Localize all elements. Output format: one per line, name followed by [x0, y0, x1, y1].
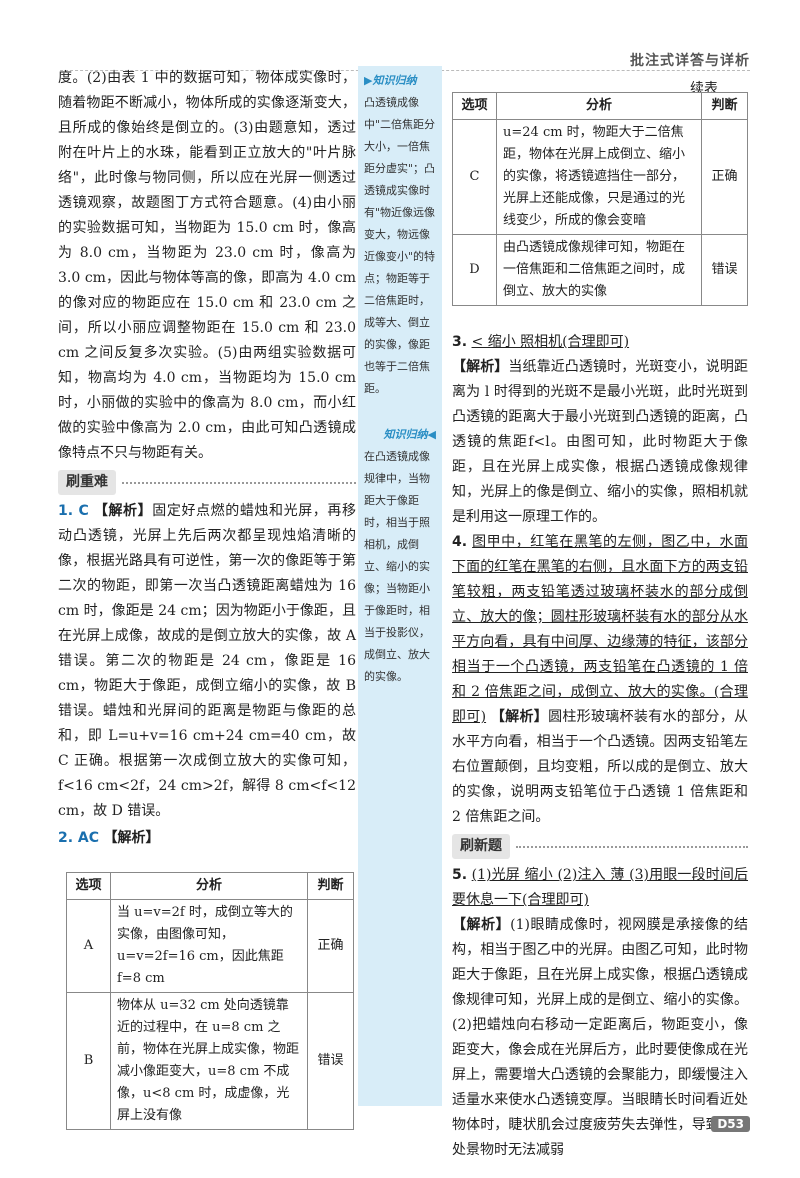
cell-option: B	[66, 992, 111, 1130]
q4-label: 【解析】	[490, 709, 549, 725]
q2-number: 2. AC	[58, 830, 100, 846]
col-header: 判断	[701, 92, 748, 120]
cell-analysis: 当 u=v=2f 时，成倒立等大的实像，由图像可知，u=v=2f=16 cm，因…	[110, 899, 308, 993]
section-heading-new: 刷新题	[452, 834, 748, 859]
q1-number: 1. C	[58, 503, 89, 519]
q1-text: 固定好点燃的蜡烛和光屏，再移动凸透镜，光屏上先后两次都呈现烛焰清晰的像，根据光路…	[58, 503, 357, 819]
cell-judge: 正确	[307, 899, 354, 993]
cell-judge: 错误	[307, 992, 354, 1130]
q5-text: (1)眼睛成像时，视网膜是承接像的结构，相当于图乙中的光屏。由图乙可知，此时物距…	[452, 917, 748, 1158]
section-label: 刷重难	[58, 470, 116, 495]
col-header: 判断	[307, 872, 354, 900]
table-row: A 当 u=v=2f 时，成倒立等大的实像，由图像可知，u=v=2f=16 cm…	[66, 899, 354, 993]
cell-option: C	[452, 119, 497, 235]
q3-label: 【解析】	[452, 359, 509, 375]
cell-judge: 正确	[701, 119, 748, 235]
q3-answer: < 缩小 照相机(合理即可)	[471, 334, 630, 350]
q3-number: 3.	[452, 334, 468, 350]
cell-analysis: u=24 cm 时，物距大于二倍焦距，物体在光屏上成倒立、缩小的实像，将透镜遮挡…	[496, 119, 702, 235]
right-column: 3. < 缩小 照相机(合理即可) 【解析】当纸靠近凸透镜时，光斑变小，说明距离…	[452, 330, 748, 1163]
q4-text: 圆柱形玻璃杯装有水的部分，从水平方向看，相当于一个凸透镜。因两支铅笔左右位置颠倒…	[452, 709, 749, 825]
question-3: 3. < 缩小 照相机(合理即可) 【解析】当纸靠近凸透镜时，光斑变小，说明距离…	[452, 330, 748, 530]
q2-label: 【解析】	[103, 830, 160, 846]
page-number: D53	[711, 1116, 750, 1132]
table-q2-continued: 选项 分析 判断 C u=24 cm 时，物距大于二倍焦距，物体在光屏上成倒立、…	[452, 92, 748, 306]
question-5: 5. (1)光屏 缩小 (2)注入 薄 (3)用眼一段时间后要休息一下(合理即可…	[452, 863, 748, 1163]
q4-number: 4.	[452, 534, 468, 550]
sidebar-notes: ▶知识归纳 凸透镜成像中"二倍焦距分大小，一倍焦距分虚实"；凸透镜成实像时有"物…	[358, 66, 442, 1106]
paragraph-continued: 度。(2)由表 1 中的数据可知，物体成实像时，随着物距不断减小，物体所成的实像…	[58, 70, 356, 461]
note-knowledge-1: 凸透镜成像中"二倍焦距分大小，一倍焦距分虚实"；凸透镜成实像时有"物近像远像变大…	[364, 96, 436, 395]
note-tag: ▶知识归纳	[364, 74, 417, 87]
table-q2: 选项 分析 判断 A 当 u=v=2f 时，成倒立等大的实像，由图像可知，u=v…	[66, 872, 354, 1130]
q4-answer: 图甲中，红笔在黑笔的左侧，图乙中，水面下面的红笔在黑笔的右侧，且水面下方的两支铅…	[452, 534, 749, 725]
q5-number: 5.	[452, 867, 468, 883]
q3-text: 当纸靠近凸透镜时，光斑变小，说明距离为 l 时得到的光斑不是最小光斑，此时光斑到…	[452, 359, 749, 525]
cell-analysis: 由凸透镜成像规律可知，物距在一倍焦距和二倍焦距之间时，成倒立、放大的实像	[496, 234, 702, 306]
section-heading-hard: 刷重难	[58, 470, 356, 495]
note-knowledge-2: 在凸透镜成像规律中，当物距大于像距时，相当于照相机，成倒立、缩小的实像；当物距小…	[364, 450, 430, 683]
note-tag: 知识归纳◀	[383, 428, 436, 441]
question-2: 2. AC 【解析】	[58, 826, 356, 851]
cell-option: A	[66, 899, 111, 993]
table-row: B 物体从 u=32 cm 处向透镜靠近的过程中，在 u=8 cm 之前，物体在…	[66, 992, 354, 1130]
cell-judge: 错误	[701, 234, 748, 306]
col-header: 选项	[66, 872, 111, 900]
cell-analysis: 物体从 u=32 cm 处向透镜靠近的过程中，在 u=8 cm 之前，物体在光屏…	[110, 992, 308, 1130]
col-header: 分析	[110, 872, 308, 900]
question-4: 4. 图甲中，红笔在黑笔的左侧，图乙中，水面下面的红笔在黑笔的右侧，且水面下方的…	[452, 530, 748, 830]
q1-label: 【解析】	[93, 503, 153, 519]
q5-label: 【解析】	[452, 917, 511, 933]
header-title: 批注式详答与详析	[630, 53, 750, 69]
col-header: 选项	[452, 92, 497, 120]
cell-option: D	[452, 234, 497, 306]
left-column: 度。(2)由表 1 中的数据可知，物体成实像时，随着物距不断减小，物体所成的实像…	[58, 66, 356, 851]
col-header: 分析	[496, 92, 702, 120]
table-row: D 由凸透镜成像规律可知，物距在一倍焦距和二倍焦距之间时，成倒立、放大的实像 错…	[452, 234, 748, 306]
table-row: C u=24 cm 时，物距大于二倍焦距，物体在光屏上成倒立、缩小的实像，将透镜…	[452, 119, 748, 235]
section-label: 刷新题	[452, 834, 510, 859]
question-1: 1. C 【解析】固定好点燃的蜡烛和光屏，再移动凸透镜，光屏上先后两次都呈现烛焰…	[58, 499, 356, 824]
q5-answer: (1)光屏 缩小 (2)注入 薄 (3)用眼一段时间后要休息一下(合理即可)	[452, 867, 749, 908]
